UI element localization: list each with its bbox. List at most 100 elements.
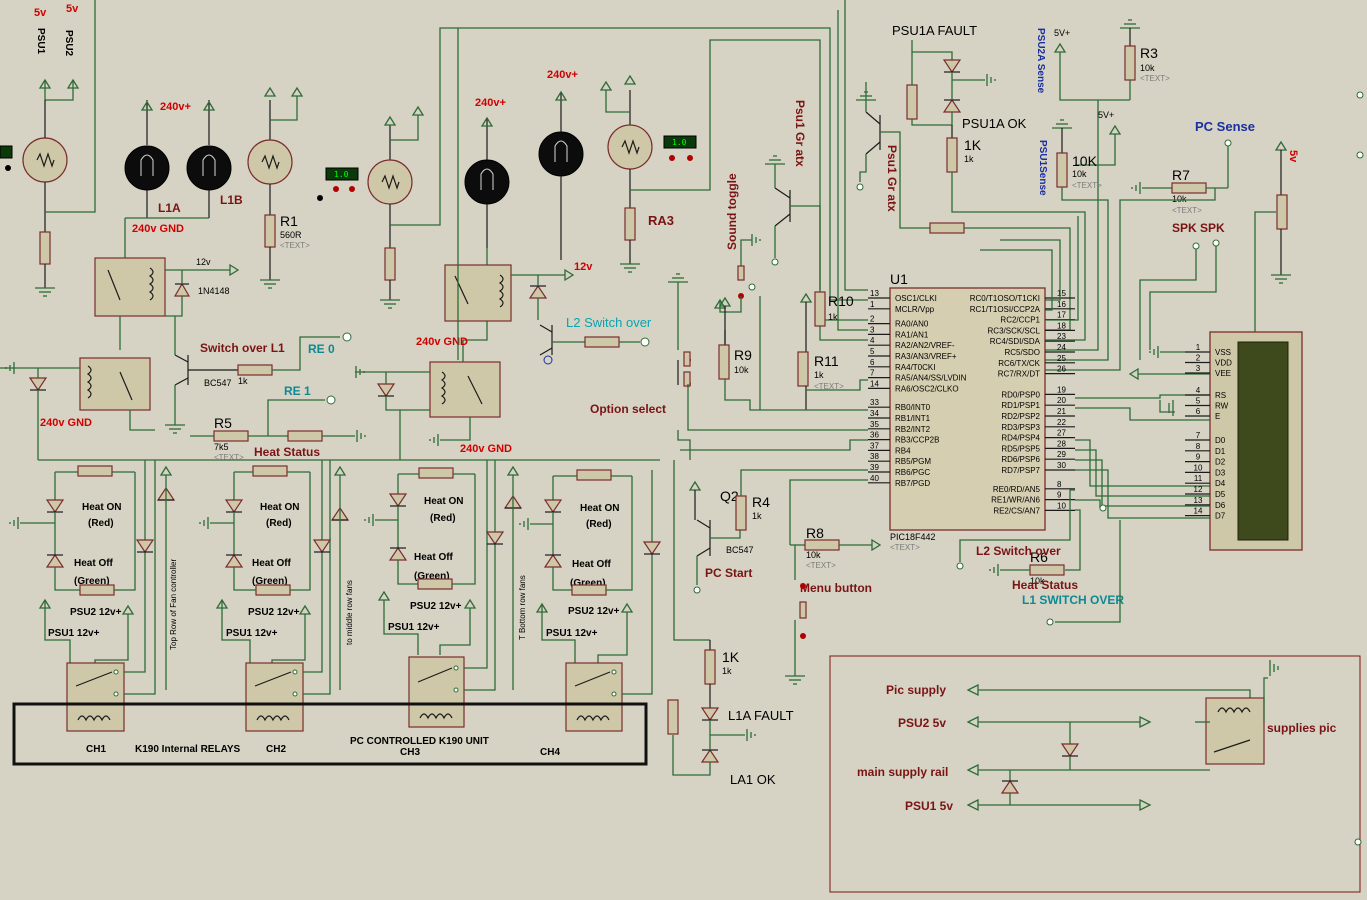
label-menu-button: Menu button	[800, 581, 872, 595]
led-heat-on-icon	[388, 493, 408, 508]
pic-pin-name: RB4	[895, 446, 911, 455]
ra3-ref: RA3	[648, 213, 674, 228]
pic-pin-name: RC3/SCK/SCL	[988, 326, 1041, 335]
r8-text: <TEXT>	[806, 561, 836, 570]
label-240v-gnd-4: 240v GND	[460, 443, 512, 455]
u1-text: <TEXT>	[890, 543, 920, 552]
label-psu1-gr-atx-1: Psu1 Gr atx	[793, 100, 807, 167]
r5-ref: R5	[214, 415, 232, 431]
label-psu1-12v: PSU1 12v+	[388, 622, 440, 633]
label-psu2-12v: PSU2 12v+	[248, 607, 300, 618]
label-green: (Green)	[74, 576, 110, 587]
pic-pin-name: RE0/RD/AN5	[993, 485, 1041, 494]
label-240v-gnd-2: 240v GND	[40, 417, 92, 429]
lcd-pin-number: 6	[1196, 407, 1201, 416]
resistor-icon	[287, 430, 323, 442]
led-heat-off-icon	[45, 553, 65, 568]
supply-selector-block: Pic supply PSU2 5v main supply rail PSU1…	[829, 655, 1361, 893]
pic-pin-number: 38	[870, 452, 879, 461]
pic-pin-name: RB6/PGC	[895, 468, 930, 477]
pic-left-pins: 13OSC1/CLKI1MCLR/Vpp2RA0/AN03RA1/AN14RA2…	[868, 289, 967, 488]
label-bottom-row: T Bottom row fans	[518, 575, 527, 640]
transistor-psu1-atx-1: Psu1 Gr atx	[765, 100, 821, 290]
label-psu1-gr-atx-2: Psu1 Gr atx	[885, 145, 899, 212]
lcd-pin-number: 12	[1194, 485, 1203, 494]
pic-pin-name: RA5/AN4/SS/LVDIN	[895, 374, 967, 383]
pic-pin-name: RA6/OSC2/CLKO	[895, 384, 959, 393]
pic-pin-number: 13	[870, 289, 879, 298]
q2-ref: Q2	[720, 488, 739, 504]
label-la1-fault: L1A FAULT	[728, 708, 794, 723]
resistor-icon	[906, 84, 918, 120]
label-heat-off: Heat Off	[572, 559, 612, 570]
pic-pin-name: RC2/CCP1	[1000, 316, 1040, 325]
q-sw-part: BC547	[204, 378, 232, 388]
probe-1	[0, 145, 13, 171]
label-sound-toggle: Sound toggle	[725, 173, 739, 250]
r5-block: R5 7k5 <TEXT> RE 1 Heat Status	[38, 384, 660, 462]
lcd-pin-number: 9	[1196, 453, 1201, 462]
pic-pin-number: 40	[870, 474, 879, 483]
pic-pin-name: RC7/RX/DT	[998, 370, 1040, 379]
psu-sense-block: 5v 5v PSU1 PSU2	[22, 0, 96, 297]
relay-4-icon	[444, 264, 512, 322]
pic-pin-name: RC6/TX/CK	[998, 359, 1040, 368]
resistor-icon	[77, 465, 113, 477]
option-select-switch: Option select	[590, 273, 868, 431]
lcd-pins: 1VSS2VDD3VEE4RS5RW6E7D08D19D210D311D412D…	[1185, 343, 1232, 521]
u1-ref: U1	[890, 271, 908, 287]
label-psu2-12v: PSU2 12v+	[410, 601, 462, 612]
lcd-pin-name: RS	[1215, 391, 1226, 400]
label-ch4: CH4	[540, 747, 560, 758]
lcd-pin-number: 7	[1196, 431, 1201, 440]
resistor-r7-icon	[1171, 182, 1207, 194]
resistor-icon	[255, 584, 291, 596]
pic-pin-number: 8	[1057, 480, 1062, 489]
pic-pin-name: RD6/PSP6	[1001, 455, 1040, 464]
lcd-pin-name: D5	[1215, 490, 1226, 499]
r1k-bottom-value: 1k	[722, 666, 732, 676]
r10-ref: R10	[828, 293, 854, 309]
pic-pin-name: RE1/WR/AN6	[991, 496, 1040, 505]
resistor-r5-icon	[213, 430, 249, 442]
r10k-text: <TEXT>	[1072, 181, 1102, 190]
resistor-icon	[946, 137, 958, 173]
probe-3: 1.0	[663, 135, 697, 161]
pic-pin-number: 29	[1057, 450, 1066, 459]
pic-right-pins: 15RC0/T1OSO/T1CKI16RC1/T1OSI/CCP2A17RC2/…	[970, 289, 1075, 515]
label-pic-supply: Pic supply	[886, 683, 946, 697]
label-5v-plus-b: 5V+	[1098, 110, 1114, 120]
lcd-pin-number: 1	[1196, 343, 1201, 352]
label-psu1a-fault: PSU1A FAULT	[892, 23, 977, 38]
relay-3: 240v GND 240v GND	[355, 248, 512, 460]
r1-value: 560R	[280, 230, 302, 240]
led-heat-off-icon	[543, 553, 563, 568]
pic-pin-number: 10	[1057, 501, 1066, 510]
lcd-pin-number: 3	[1196, 364, 1201, 373]
pic-pin-number: 15	[1057, 289, 1066, 298]
pic-pin-name: MCLR/Vpp	[895, 305, 935, 314]
k190-unit-box	[12, 702, 648, 766]
label-5v-b: 5v	[66, 3, 79, 15]
resistor-icon	[417, 578, 453, 590]
led-heat-off-icon	[388, 546, 408, 561]
label-red: (Red)	[430, 513, 456, 524]
pic-lcd-bus: R6 10k L2 Switch over Heat Status L1 SWI…	[956, 394, 1210, 626]
diode-icon	[528, 284, 548, 299]
resistor-r9-icon	[718, 344, 730, 380]
resistor-icon	[252, 465, 288, 477]
lcd-pin-name: E	[1215, 412, 1220, 421]
pic-pin-name: RC1/T1OSI/CCP2A	[970, 305, 1041, 314]
lcd-pin-name: VSS	[1215, 348, 1231, 357]
diode-icon	[135, 539, 155, 554]
pic-pin-number: 26	[1057, 365, 1066, 374]
pic-pin-number: 28	[1057, 439, 1066, 448]
pic-pin-name: RB7/PGD	[895, 479, 930, 488]
la1-led-block: 1K 1k L1A FAULT LA1 OK	[667, 430, 868, 787]
lcd-pin-name: D0	[1215, 436, 1226, 445]
pic-pin-name: RD5/PSP5	[1001, 444, 1040, 453]
label-re0: RE 0	[308, 342, 335, 356]
r1k-top-value: 1k	[964, 154, 974, 164]
resistor-icon	[571, 584, 607, 596]
relay-2-icon	[79, 357, 151, 411]
